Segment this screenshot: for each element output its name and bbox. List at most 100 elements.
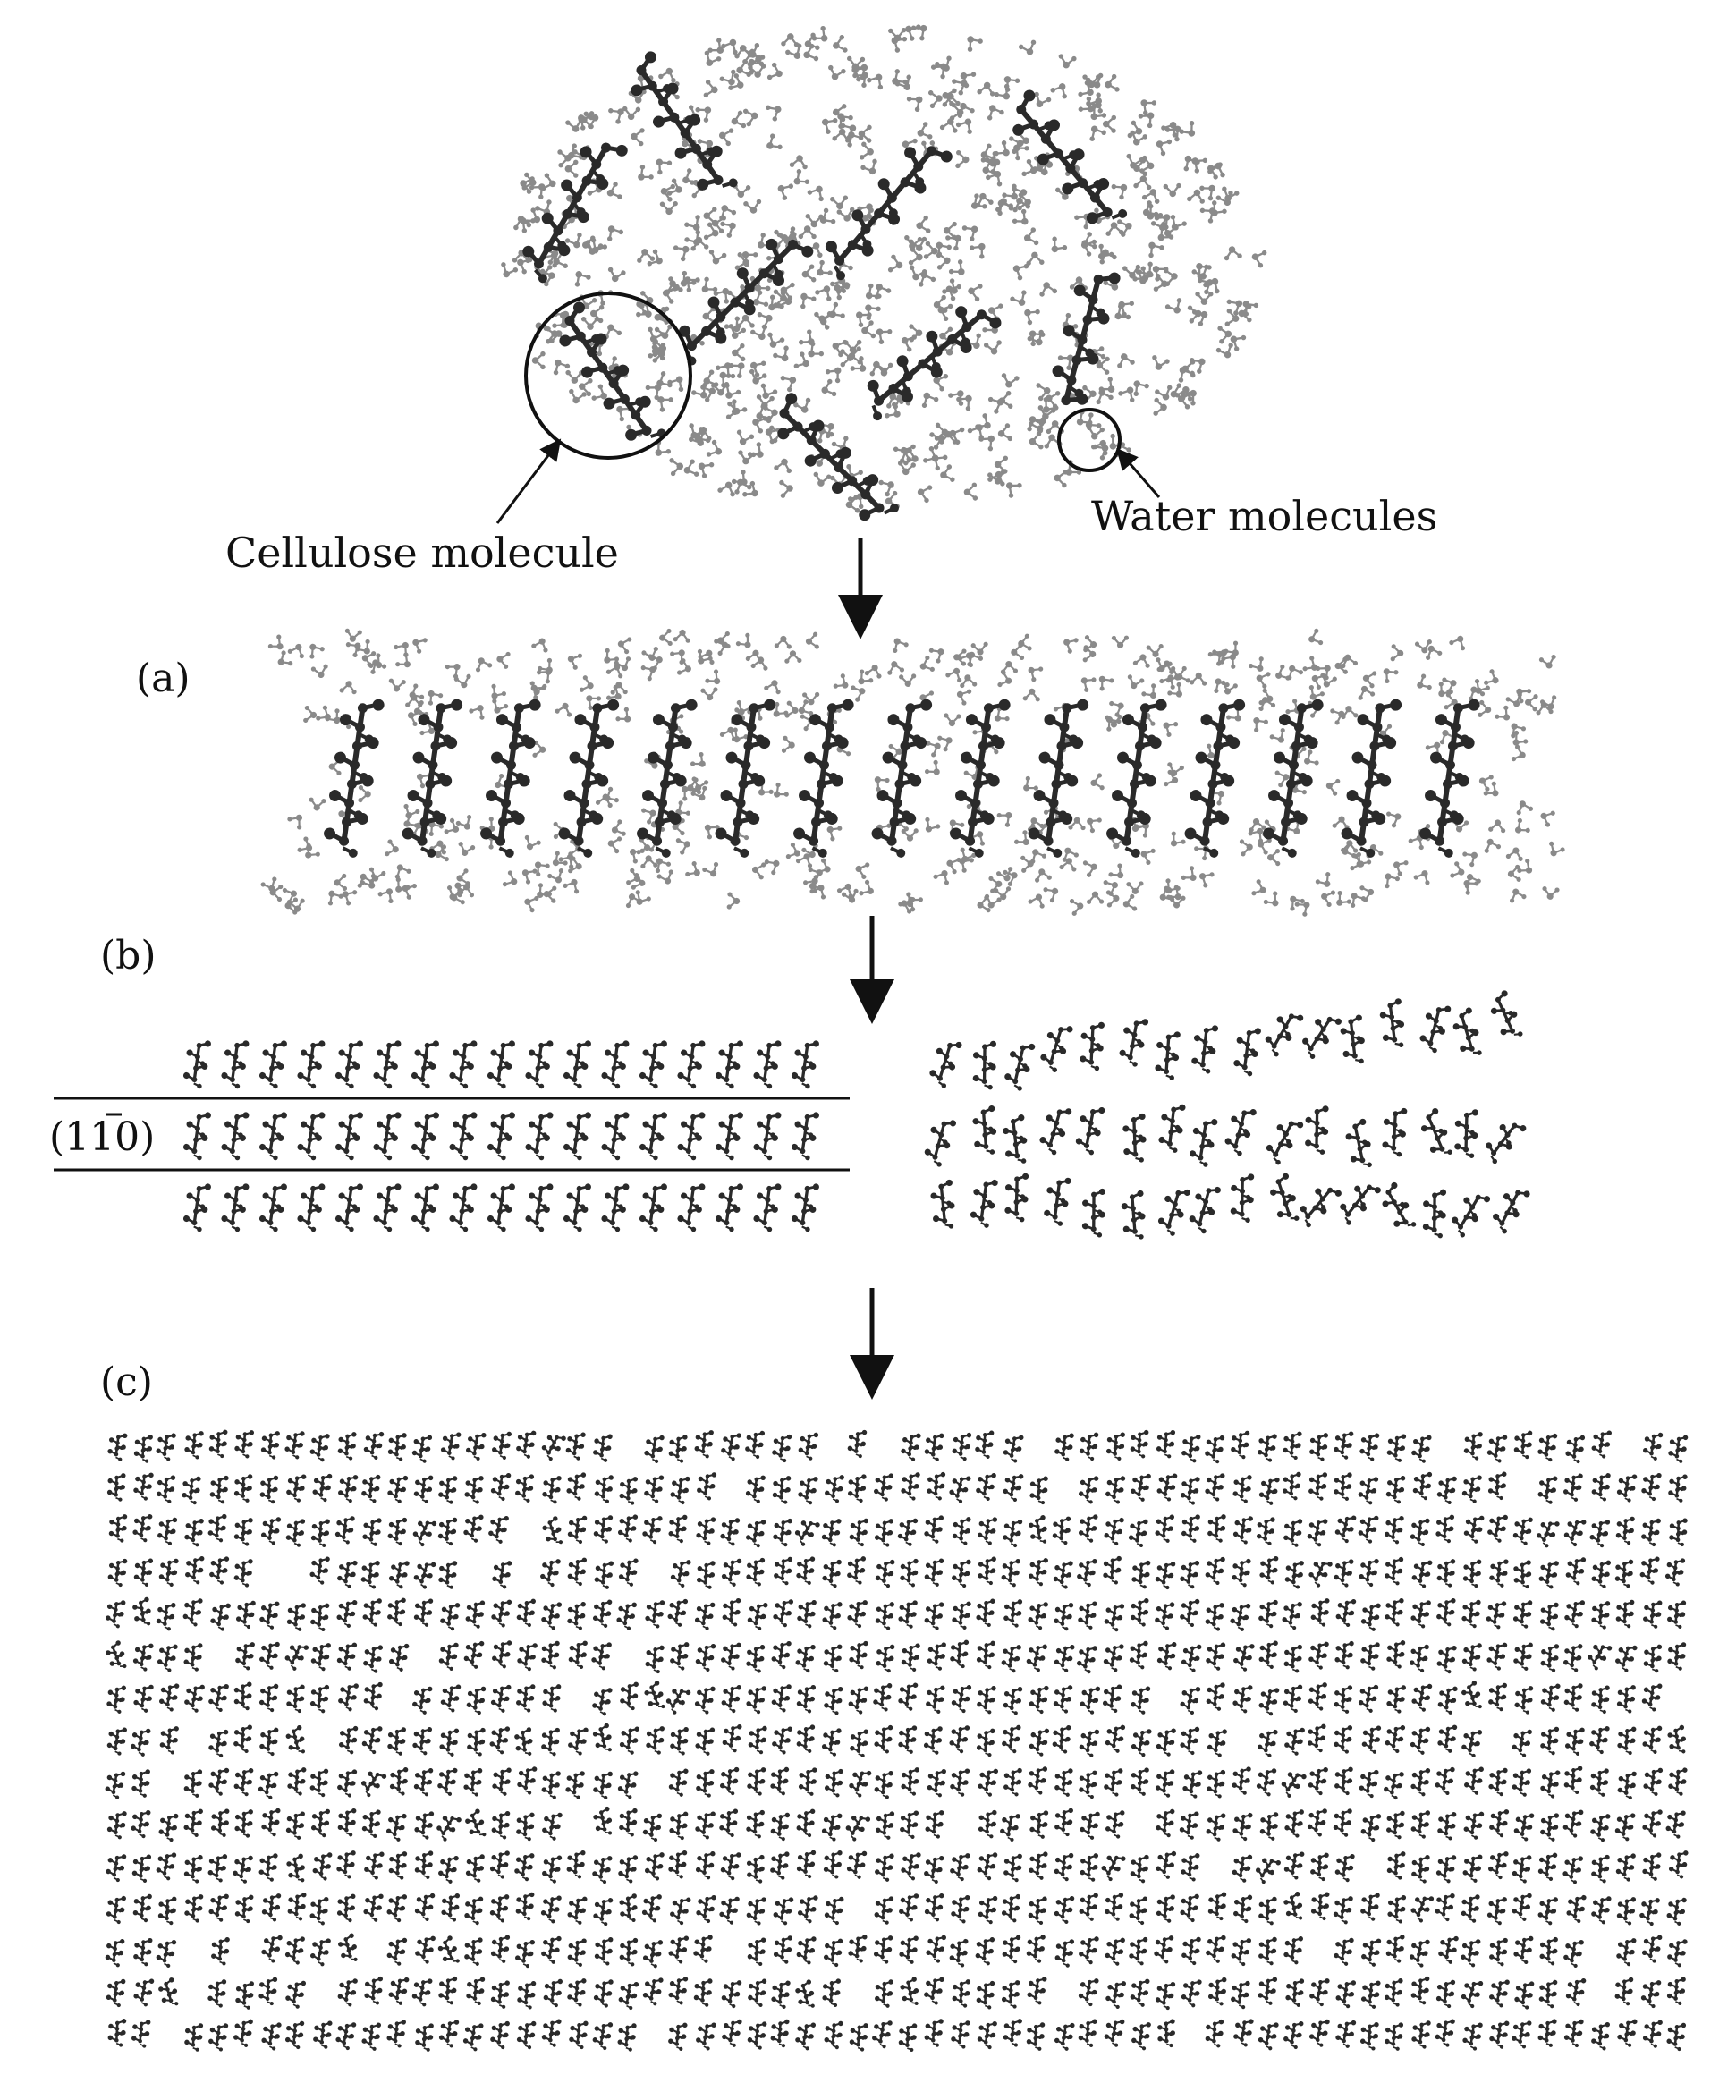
cellulose-molecule-icon [1054,1851,1074,1882]
cellulose-molecule-icon [791,1515,820,1548]
cellulose-molecule-icon [1540,1643,1559,1672]
cellulose-molecule-icon [849,1639,868,1669]
cellulose-molecule-icon [1232,1514,1254,1545]
cellulose-molecule-icon [950,1683,971,1714]
cellulose-molecule-icon [1334,1175,1382,1228]
cellulose-molecule-icon [410,1109,439,1161]
water-molecule-icon [1215,343,1237,361]
water-molecule-icon [1545,841,1566,860]
cellulose-molecule-icon [462,1639,485,1669]
water-molecule-icon [1108,697,1127,718]
cellulose-molecule-icon [1129,1640,1147,1670]
cellulose-molecule-icon [466,1976,486,2005]
cellulose-molecule-icon [593,1514,614,1544]
cellulose-molecule-icon [695,2020,717,2051]
cellulose-molecule-icon [1180,1642,1201,1672]
cellulose-molecule-icon [448,1181,478,1232]
cellulose-molecule-icon [1613,1811,1636,1842]
cellulose-molecule-icon [1590,1894,1612,1925]
cellulose-molecule-icon [258,1726,278,1756]
cellulose-molecule-icon [744,1429,765,1460]
water-molecule-icon [1505,846,1525,862]
cellulose-molecule-icon [1079,1892,1098,1921]
cellulose-molecule-icon [438,1641,459,1672]
cellulose-molecule-icon [977,1515,998,1545]
cellulose-molecule-icon [1283,1683,1303,1714]
water-molecule-icon [1483,781,1503,802]
water-molecule-icon [818,378,837,400]
cellulose-molecule-icon [1053,1893,1074,1924]
water-molecule-icon [468,701,489,721]
water-molecule-icon [1116,216,1134,237]
water-molecule-icon [966,282,983,302]
cellulose-molecule-icon [669,1641,689,1671]
water-molecule-icon [800,264,817,284]
cellulose-molecule-icon [568,2020,588,2049]
water-molecule-icon [1339,653,1359,669]
cellulose-molecule-icon [719,1516,740,1546]
cellulose-molecule-icon [1306,1517,1328,1548]
water-molecule-icon [999,373,1020,390]
cellulose-molecule-icon [1284,1560,1304,1589]
cellulose-molecule-icon [951,1558,971,1588]
cellulose-molecule-icon [1376,1181,1420,1235]
water-molecule-icon [669,457,684,477]
cellulose-molecule-icon [1385,2021,1404,2051]
cellulose-molecule-icon [285,1853,307,1884]
water-molecule-icon [1478,700,1493,719]
cellulose-molecule-icon [1459,1680,1485,1712]
cellulose-molecule-icon [182,1596,202,1627]
cellulose-molecule-icon [642,1680,668,1712]
cellulose-molecule-icon [924,1432,944,1462]
cellulose-molecule-icon [448,1109,478,1161]
water-molecule-icon [1181,865,1201,886]
cellulose-molecule-icon [676,1037,706,1089]
cellulose-molecule-icon [1079,1431,1098,1461]
cellulose-molecule-icon [372,1037,402,1089]
cellulose-molecule-icon [924,1600,944,1630]
cellulose-molecule-icon [1257,1976,1277,2006]
cellulose-molecule-icon [1643,1644,1662,1672]
cellulose-molecule-icon [898,1892,919,1922]
water-molecule-icon [936,732,955,753]
cellulose-molecule-icon [413,1474,434,1504]
water-molecule-icon [1249,247,1267,268]
cellulose-molecule-icon [1222,1104,1257,1157]
water-molecule-icon [764,677,784,694]
cellulose-molecule-icon [207,1513,227,1543]
cellulose-molecule-icon [1488,1766,1508,1796]
cellulose-molecule-icon [1667,1766,1687,1796]
cellulose-molecule-icon [540,1600,563,1631]
cellulose-molecule-icon [1053,1642,1075,1673]
cellulose-molecule-icon [619,1808,638,1836]
cellulose-molecule-icon [927,1768,946,1798]
cellulose-molecule-icon [846,1555,866,1585]
cellulose-molecule-icon [1537,2018,1557,2047]
cellulose-molecule-icon [1079,1684,1101,1715]
cellulose-molecule-icon [668,1434,688,1463]
cellulose-molecule-icon [695,1515,716,1545]
cellulose-molecule-icon [372,1109,402,1161]
cellulose-molecule-icon [1641,1808,1663,1838]
water-molecule-icon [736,315,754,328]
cellulose-molecule-icon [1003,1853,1022,1883]
cellulose-molecule-icon [1479,1114,1528,1166]
cellulose-molecule-icon [1053,1684,1073,1714]
cellulose-molecule-icon [1052,1724,1071,1754]
water-molecule-icon [660,201,679,216]
cellulose-molecule-icon [1004,1173,1029,1222]
water-molecule-icon [315,705,334,726]
water-molecule-icon [358,785,371,803]
cellulose-molecule-icon [1078,1727,1099,1757]
cellulose-molecule-icon [850,1729,868,1758]
cellulose-molecule-icon [1155,1980,1176,2011]
cellulose-molecule-icon [1512,1515,1534,1545]
cellulose-molecule-icon [645,1644,665,1673]
cellulose-molecule-icon [309,1602,329,1631]
cellulose-molecule-icon [478,694,542,859]
cellulose-molecule-icon [1436,1475,1458,1505]
cellulose-molecule-icon [491,1639,512,1669]
cellulose-molecule-icon [1669,1518,1688,1546]
cellulose-molecule-icon [1512,1853,1532,1884]
cellulose-molecule-icon [1386,1639,1406,1669]
